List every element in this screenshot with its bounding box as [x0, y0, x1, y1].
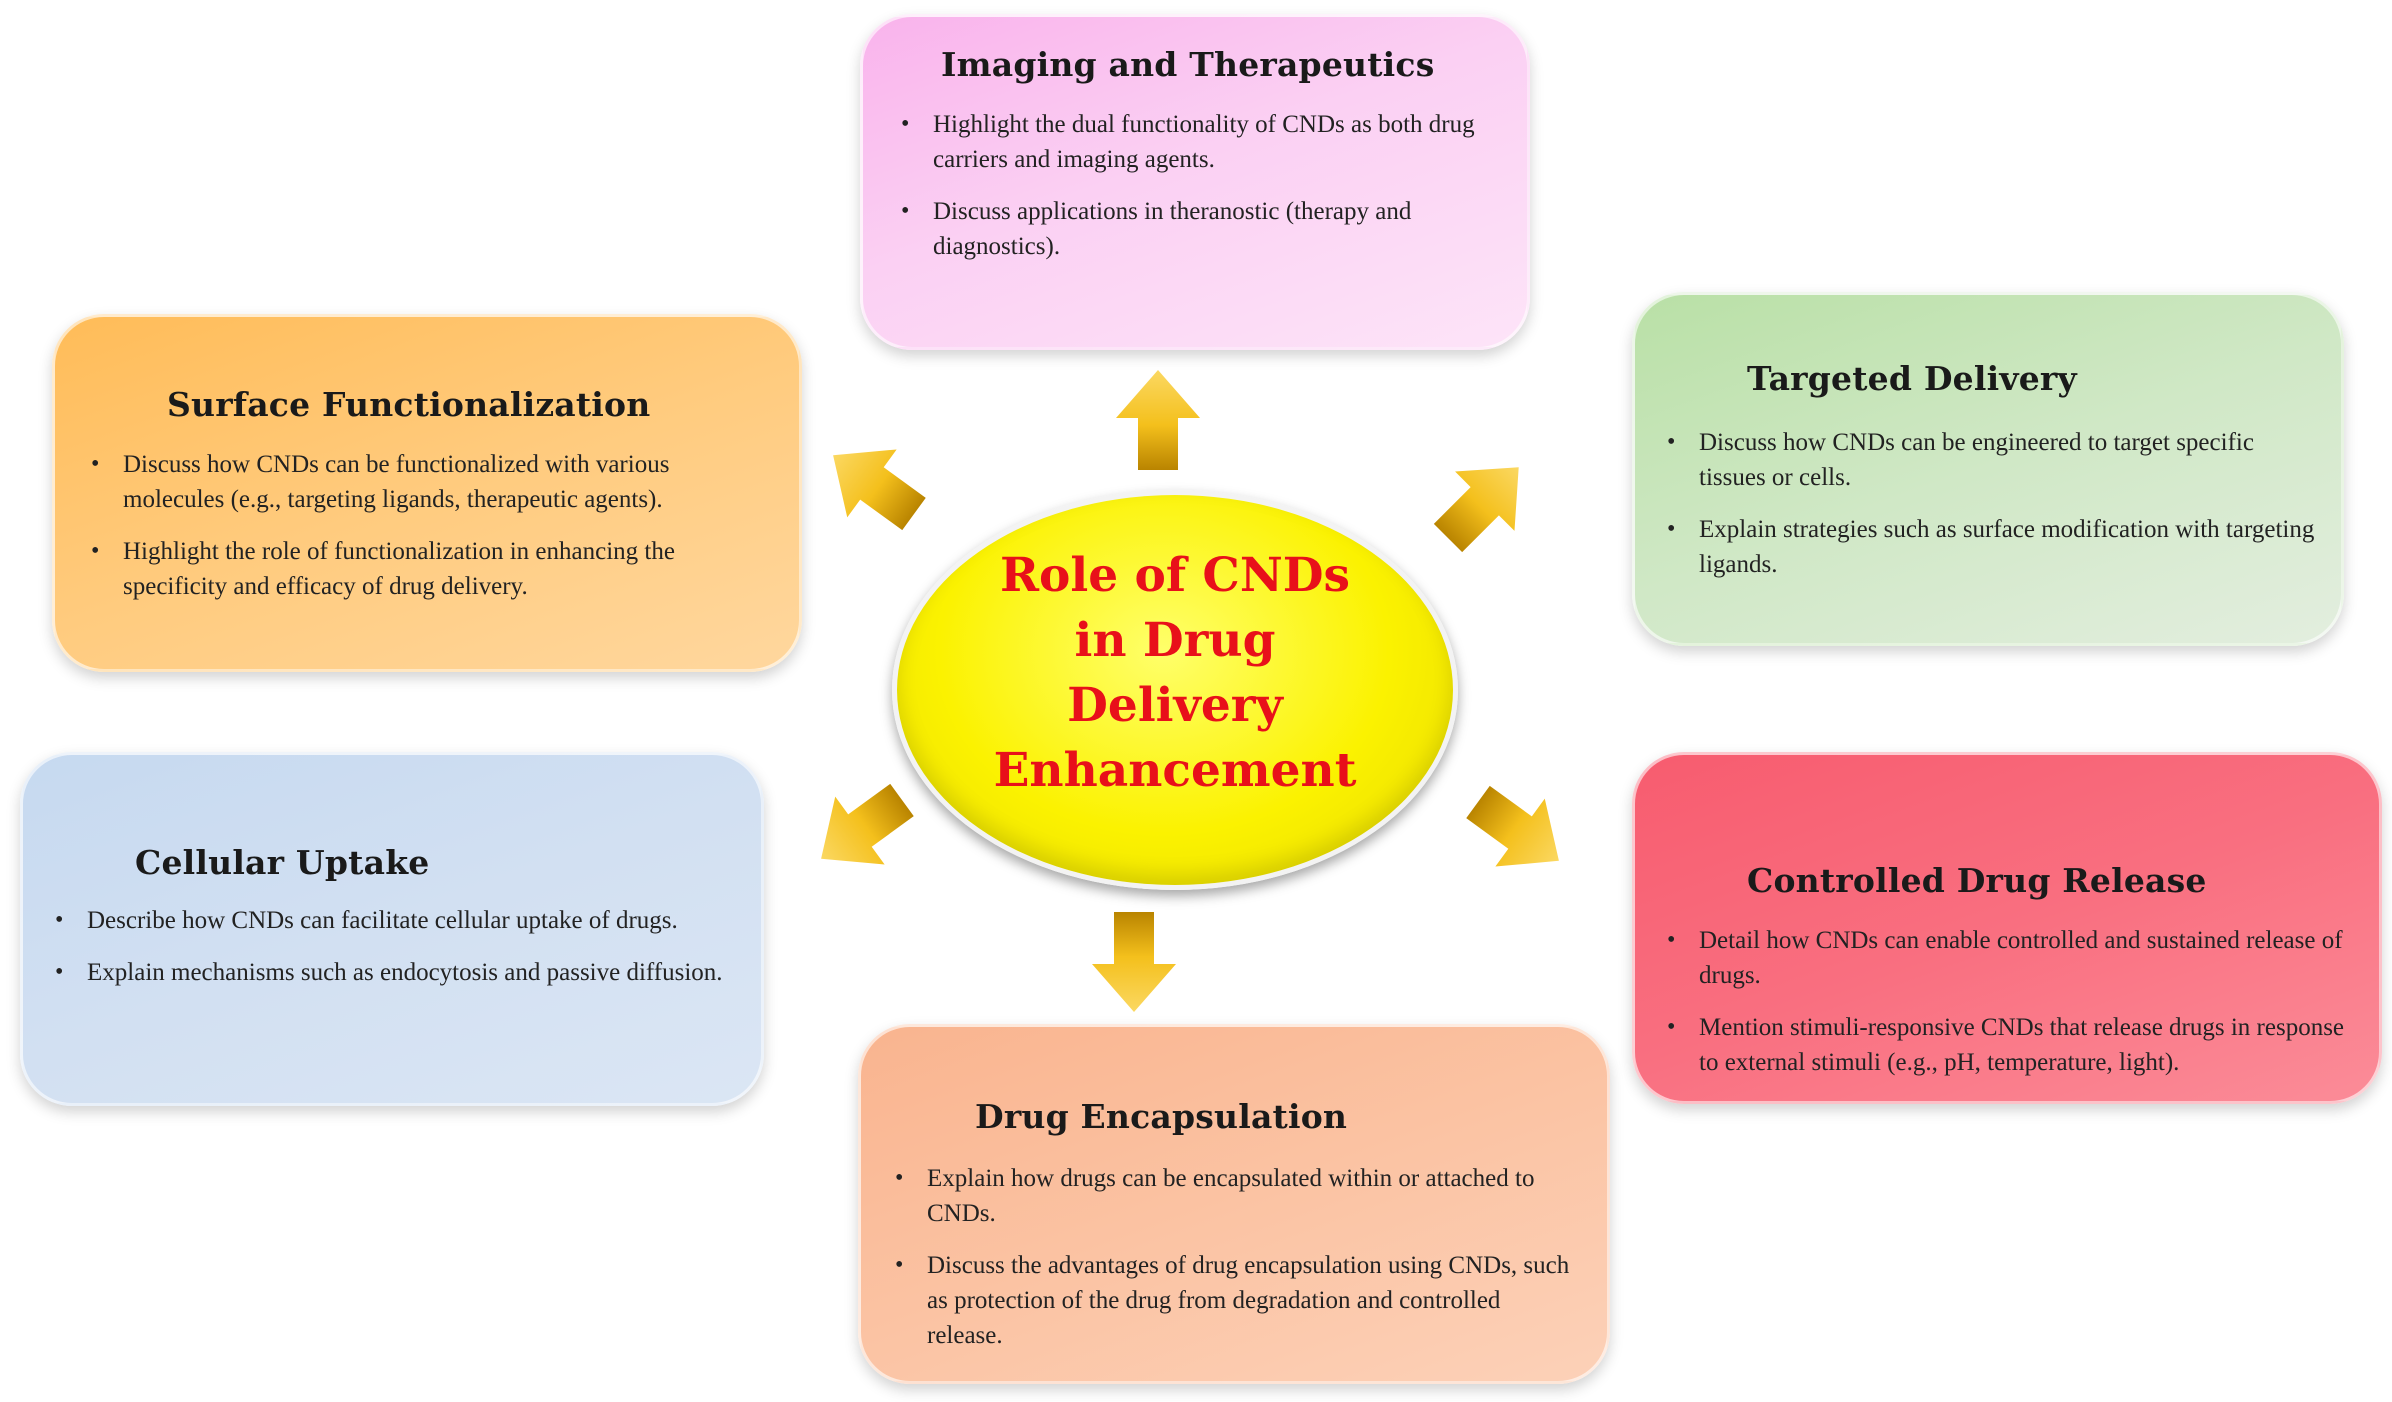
box-imaging-therapeutics: Imaging and Therapeutics Highlight the d… — [860, 14, 1530, 350]
box-title: Imaging and Therapeutics — [941, 45, 1435, 84]
box-title: Cellular Uptake — [135, 843, 430, 882]
box-title: Controlled Drug Release — [1747, 861, 2207, 900]
box-targeted-delivery: Targeted Delivery Discuss how CNDs can b… — [1632, 292, 2344, 646]
center-title-line: in Drug — [1074, 613, 1276, 668]
center-ellipse: Role of CNDs in Drug Delivery Enhancemen… — [892, 490, 1458, 890]
center-title-line: Enhancement — [993, 743, 1357, 798]
bullet-item: Highlight the dual functionality of CNDs… — [897, 107, 1487, 177]
box-cellular-uptake: Cellular Uptake Describe how CNDs can fa… — [20, 752, 764, 1106]
bullet-item: Discuss the advantages of drug encapsula… — [891, 1248, 1571, 1353]
center-title-line: Delivery — [1067, 678, 1283, 733]
bullet-item: Mention stimuli-responsive CNDs that rel… — [1663, 1010, 2355, 1080]
bullet-item: Discuss how CNDs can be engineered to ta… — [1663, 425, 2315, 495]
bullet-item: Highlight the role of functionalization … — [87, 534, 773, 604]
center-title-line: Role of CNDs — [999, 548, 1351, 603]
bullet-list: Detail how CNDs can enable controlled an… — [1663, 923, 2355, 1097]
bullet-item: Explain how drugs can be encapsulated wi… — [891, 1161, 1571, 1231]
bullet-item: Explain strategies such as surface modif… — [1663, 512, 2315, 582]
bullet-item: Detail how CNDs can enable controlled an… — [1663, 923, 2355, 993]
bullet-list: Explain how drugs can be encapsulated wi… — [891, 1161, 1571, 1370]
bullet-list: Describe how CNDs can facilitate cellula… — [51, 903, 741, 1007]
bullet-item: Discuss applications in theranostic (the… — [897, 194, 1487, 264]
bullet-item: Discuss how CNDs can be functionalized w… — [87, 447, 773, 517]
box-title: Surface Functionalization — [167, 385, 651, 424]
bullet-item: Explain mechanisms such as endocytosis a… — [51, 955, 741, 990]
arrow-to-controlled — [1453, 768, 1584, 895]
arrow-to-imaging — [1116, 370, 1200, 470]
arrow-to-encapsulation — [1092, 912, 1176, 1012]
box-title: Drug Encapsulation — [975, 1097, 1348, 1136]
box-surface-functionalization: Surface Functionalization Discuss how CN… — [52, 314, 802, 672]
box-title: Targeted Delivery — [1747, 359, 2077, 398]
bullet-item: Describe how CNDs can facilitate cellula… — [51, 903, 741, 938]
bullet-list: Discuss how CNDs can be engineered to ta… — [1663, 425, 2315, 599]
bullet-list: Discuss how CNDs can be functionalized w… — [87, 447, 773, 621]
box-controlled-drug-release: Controlled Drug Release Detail how CNDs … — [1632, 752, 2382, 1104]
box-drug-encapsulation: Drug Encapsulation Explain how drugs can… — [858, 1024, 1610, 1384]
bullet-list: Highlight the dual functionality of CNDs… — [897, 107, 1487, 281]
arrow-to-surface — [808, 421, 939, 548]
center-title: Role of CNDs in Drug Delivery Enhancemen… — [897, 543, 1453, 803]
